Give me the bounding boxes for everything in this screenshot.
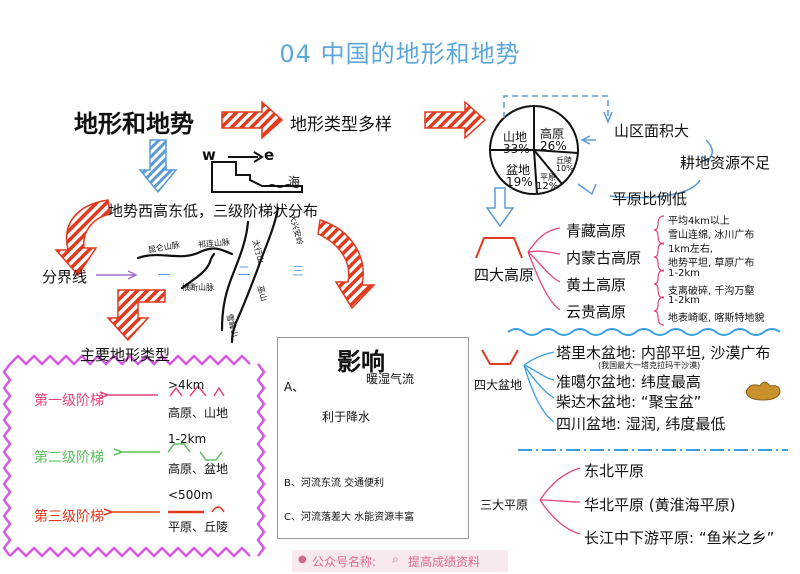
plains-branches xyxy=(539,467,581,535)
step3-name: 第三级阶梯 xyxy=(34,509,104,525)
footer-label: 公众号名称: xyxy=(312,555,377,569)
basin-2: 准噶尔盆地: 纬度最高 xyxy=(556,373,701,391)
gold-ingot-icon xyxy=(745,381,781,401)
wechat-icon: ● xyxy=(298,554,307,565)
blue-wave-separator-1 xyxy=(507,328,781,336)
step3-types: 平原、丘陵 xyxy=(168,520,229,534)
plateau-3-desc2: 支离破碎, 千沟万壑 xyxy=(668,286,755,297)
basins-heading: 四大盆地 xyxy=(474,378,523,392)
plateau-branches xyxy=(527,227,561,311)
terrain-trend-text: 地势西高东低，三级阶梯状分布 xyxy=(108,202,319,220)
influence-b: B、河流东流 交通便利 xyxy=(284,478,385,489)
staircase-profile xyxy=(211,151,303,193)
pie-label-hills: 丘陵 xyxy=(556,156,572,165)
red-arrow-right-1 xyxy=(221,100,284,140)
basin-1-note: (我国最大一塔克拉玛干沙漠) xyxy=(598,361,701,370)
plain-3: 长江中下游平原: “鱼米之乡” xyxy=(584,529,775,547)
purple-pointer-arrow xyxy=(96,270,138,280)
red-bent-arrow-down xyxy=(106,289,166,342)
pie-value-basin: 19% xyxy=(506,175,533,189)
blue-arrows-cycle xyxy=(577,135,713,199)
basin-icon xyxy=(481,349,519,365)
red-curved-arrow-right xyxy=(317,219,376,310)
pie-label-basin: 盆地 xyxy=(506,163,531,177)
boundary-line-label: 分界线 xyxy=(42,268,88,286)
pie-label-plain: 平原 xyxy=(540,173,556,182)
sea-label: 海 xyxy=(288,175,301,189)
sea-waves xyxy=(267,184,301,188)
influence-heading: 影响 xyxy=(337,348,385,376)
plains-heading: 三大平原 xyxy=(480,498,529,512)
pie-value-hills: 10% xyxy=(556,164,574,173)
pie-value-plateau: 26% xyxy=(540,139,567,153)
plateau-2-desc2: 地势平坦, 草原广布 xyxy=(668,258,755,269)
step2-name: 第二级阶梯 xyxy=(34,450,104,466)
page-title: 04 中国的地形和地势 xyxy=(279,40,521,68)
plateau-2-desc1: 1km左右, xyxy=(668,244,714,255)
step2-types: 高原、盆地 xyxy=(168,462,229,476)
plateau-icon xyxy=(475,237,523,259)
plain-1: 东北平原 xyxy=(584,462,645,480)
plateau-1-desc2: 雪山连绵, 冰川广布 xyxy=(668,230,755,241)
search-icon: ⌕ xyxy=(392,552,399,566)
plateau-3-name: 黄土高原 xyxy=(566,276,627,294)
pie-label-mountain: 山地 xyxy=(503,130,528,144)
farmland-shortage-label: 耕地资源不足 xyxy=(680,154,771,172)
west-label: w xyxy=(202,146,216,164)
basin-1: 塔里木盆地: 内部平坦, 沙漠广布 xyxy=(556,344,771,362)
plateau-2-name: 内蒙古高原 xyxy=(566,249,642,267)
step-three-label: 三 xyxy=(292,264,305,278)
warm-flow-label: 暖湿气流 xyxy=(366,372,415,386)
basin-3: 柴达木盆地: “聚宝盆” xyxy=(556,393,702,411)
mountain-lines xyxy=(136,206,280,344)
pie-label-plateau: 高原 xyxy=(540,127,565,141)
blue-arrow-down-pie xyxy=(485,187,515,228)
basin-4: 四川盆地: 湿润, 纬度最低 xyxy=(556,415,726,433)
pie-value-mountain: 33% xyxy=(503,142,530,156)
footer-watermark: ● 公众号名称: ⌕ 提高成绩资料 xyxy=(292,550,508,572)
step-one-label: 一 xyxy=(158,268,171,282)
footer-value: 提高成绩资料 xyxy=(408,555,481,569)
plateau-4-desc2: 地表崎岖, 喀斯特地貌 xyxy=(668,313,765,324)
influence-c: C、河流落差大 水能资源丰富 xyxy=(284,512,415,523)
main-types-heading: 主要地形类型 xyxy=(80,346,171,364)
step-two-label: 二 xyxy=(238,264,251,278)
precip-label: 利于降水 xyxy=(322,410,371,424)
plain-low-label: 平原比例低 xyxy=(612,190,688,208)
zigzag-frame xyxy=(2,354,266,558)
plateau-1-name: 青藏高原 xyxy=(566,222,627,240)
step-markers xyxy=(99,384,225,516)
main-heading: 地形和地势 xyxy=(74,110,194,138)
influence-box xyxy=(277,337,469,539)
step2-height: 1-2km xyxy=(168,432,207,446)
plateau-3-desc1: 1-2km xyxy=(668,268,700,279)
step1-types: 高原、山地 xyxy=(168,406,229,420)
mountain-hengduan: 横断山脉 xyxy=(182,283,214,292)
dashed-blue-loop xyxy=(503,95,613,125)
blue-arrow-down xyxy=(138,139,178,194)
step3-height: <500m xyxy=(168,488,213,502)
basin-branches xyxy=(523,351,555,423)
mountain-area-label: 山区面积大 xyxy=(614,122,690,140)
plateau-desc-braces xyxy=(653,215,665,326)
step1-name: 第一级阶梯 xyxy=(34,393,104,409)
east-label: e xyxy=(264,146,275,164)
terrain-types-heading: 地形类型多样 xyxy=(290,115,392,135)
step1-height: >4km xyxy=(168,378,205,392)
pie-chart xyxy=(489,105,579,195)
plateau-4-name: 云贵高原 xyxy=(566,303,627,321)
pie-value-plain: 12% xyxy=(536,181,559,192)
red-arrow-right-2 xyxy=(424,100,487,140)
plateau-1-desc1: 平均4km以上 xyxy=(668,216,730,227)
influence-a-label: A、 xyxy=(284,380,305,394)
red-curved-arrow-left xyxy=(54,199,111,277)
plain-2: 华北平原 (黄淮海平原) xyxy=(584,496,736,514)
plateaus-heading: 四大高原 xyxy=(474,266,535,284)
plateau-4-desc1: 1-2km xyxy=(668,295,700,306)
